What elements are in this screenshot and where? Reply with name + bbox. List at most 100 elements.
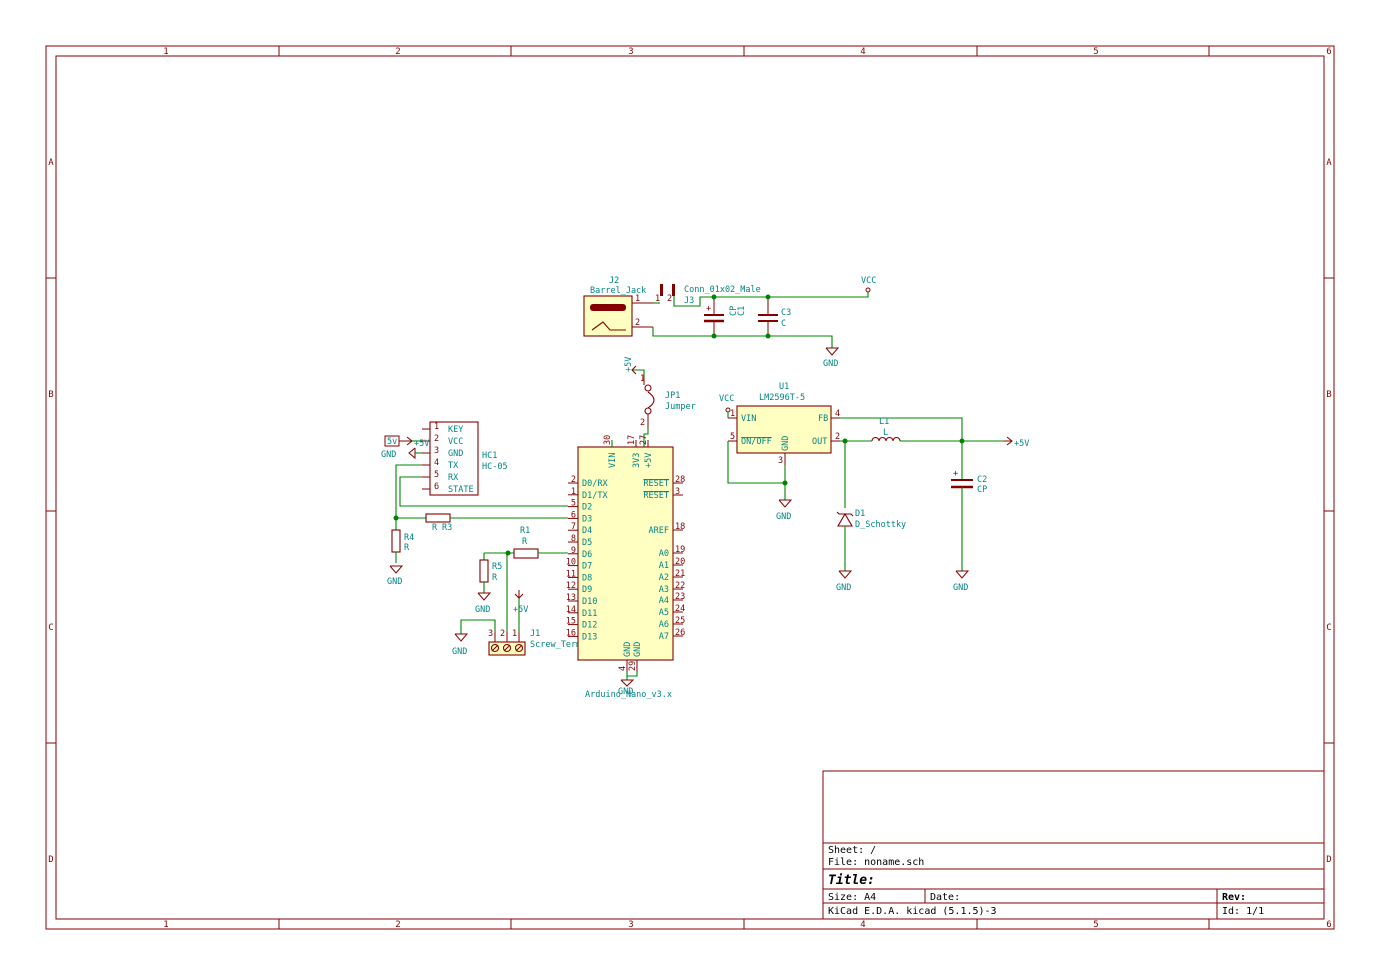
arduino-left-pin-number: 2 (571, 475, 576, 485)
arduino-top-pin-number: 27 (639, 435, 649, 445)
title-block-sheet: Sheet: / (828, 845, 876, 856)
j3-pin-2: 2 (667, 294, 672, 304)
barrel-jack-j2[interactable]: J2 Barrel_Jack 1 2 (583, 276, 653, 337)
arduino-left-pin-name: D12 (582, 621, 597, 631)
gnd-net-label-hc1: GND (381, 450, 396, 460)
hc1-pin-number: 2 (434, 434, 439, 444)
arduino-left-pin-name: D13 (582, 632, 597, 642)
title-block-id: Id: 1/1 (1222, 906, 1264, 917)
jp1-reference: JP1 (665, 391, 680, 401)
r5-reference-text: R5 (492, 562, 502, 572)
gnd-net-label-u1: GND (776, 512, 791, 522)
vcc-symbol-input: VCC (861, 276, 876, 293)
arduino-right-pin-number: 28 (675, 475, 685, 485)
arduino-right-pin-number: 21 (675, 569, 685, 579)
resistor-r3[interactable]: R R3 (425, 513, 452, 533)
l1-value: L (883, 428, 888, 438)
j2-value: Barrel_Jack (590, 286, 646, 296)
arduino-left-pin-name: D7 (582, 562, 592, 572)
u1-pin-5: 5 (730, 432, 735, 442)
jp1-pin-1: 1 (640, 374, 645, 384)
hc1-reference: HC1 (482, 451, 497, 461)
arduino-left-pin-number: 5 (571, 499, 576, 509)
c1-reference: C1 (737, 306, 747, 316)
j1-pin-3: 3 (488, 629, 493, 639)
frame-row-d-left: D (48, 855, 53, 865)
arduino-right-pin-number: 20 (675, 557, 685, 567)
arduino-left-pin-name: D4 (582, 526, 592, 536)
jumper-jp1[interactable]: 1 2 JP1 Jumper +5V (624, 357, 696, 447)
u1-pin-gnd-name: GND (781, 436, 791, 451)
arduino-left-pin-name: D3 (582, 514, 592, 524)
frame-row-b-right: B (1326, 390, 1331, 400)
connector-j3[interactable]: 1 2 J3 Conn_01x02_Male (655, 284, 761, 306)
arduino-left-pin-number: 9 (571, 546, 576, 556)
gnd-net-label-input: GND (823, 359, 838, 369)
arduino-left-pin-number: 8 (571, 534, 576, 544)
frame-col-6-top: 6 (1326, 47, 1331, 57)
r1-value: R (522, 537, 528, 547)
frame-row-a-left: A (48, 158, 54, 168)
u1-pin-3: 3 (778, 456, 783, 466)
arduino-right-pin-name: A7 (659, 632, 669, 642)
hc1-pin-name: STATE (448, 485, 474, 495)
p5v-net-label-jp1: +5V (624, 357, 634, 372)
hc1-pin-name: KEY (448, 425, 463, 435)
arduino-right-pin-number: 24 (675, 604, 685, 614)
title-block: Sheet: / File: noname.sch Title: Size: A… (822, 770, 1325, 920)
resistor-r5[interactable]: R5 R (479, 553, 502, 593)
p5v-symbol-regulator: +5V (1004, 436, 1029, 449)
j1-reference: J1 (530, 629, 540, 639)
capacitor-c3[interactable]: C3 C (758, 297, 791, 336)
drawing-frame: 1 2 3 4 5 6 1 2 3 4 5 6 A B C D A B C D (45, 45, 1335, 930)
gnd-net-label-c2: GND (953, 583, 968, 593)
d1-reference: D1 (855, 509, 865, 519)
u1-pin-2: 2 (835, 432, 840, 442)
d1-value: D_Schottky (855, 520, 906, 530)
p5v-net-label-regulator: +5V (1014, 439, 1029, 449)
arduino-right-pin-name: A0 (659, 549, 669, 559)
arduino-left-pin-number: 11 (566, 569, 576, 579)
r4-reference: R4 (404, 533, 414, 543)
gnd-symbol-hc1: GND (381, 447, 416, 460)
p5v-net-label-j1: +5V (513, 605, 528, 615)
arduino-right-pin-number: 26 (675, 628, 685, 638)
arduino-left-pin-name: D6 (582, 550, 592, 560)
capacitor-c1[interactable]: + C1 CP (704, 297, 747, 336)
j2-pin-2: 2 (635, 318, 640, 328)
diode-d1[interactable]: D1 D_Schottky (836, 441, 906, 571)
regulator-u1[interactable]: VIN ON/OFF FB OUT GND 1 5 4 2 3 U1 LM259… (728, 382, 840, 466)
regulator-section: VIN ON/OFF FB OUT GND 1 5 4 2 3 U1 LM259… (719, 382, 1029, 593)
arduino-left-pin-number: 10 (566, 558, 576, 568)
hierarchical-label-5v: 5v +5V (384, 435, 429, 449)
frame-row-c-left: C (48, 623, 53, 633)
vcc-net-label-u1: VCC (719, 394, 734, 404)
u1-pin-out-name: OUT (812, 437, 827, 447)
arduino-left-pin-name: D0/RX (582, 479, 608, 489)
frame-col-2-top: 2 (395, 47, 400, 57)
resistor-r1[interactable]: R1 R (484, 526, 568, 559)
hc1-pin-name: VCC (448, 437, 463, 447)
frame-col-2-bottom: 2 (395, 920, 400, 930)
frame-row-a-right: A (1326, 158, 1332, 168)
j2-pin-1: 1 (635, 294, 640, 304)
arduino-left-pin-number: 13 (566, 593, 576, 603)
frame-row-b-left: B (48, 390, 53, 400)
hc1-pin-number: 6 (434, 482, 439, 492)
j1-pin-1: 1 (512, 629, 517, 639)
u1-pin-vin-name: VIN (741, 414, 756, 424)
arduino-right-pin-number: 3 (675, 487, 680, 497)
arduino-right-pin-name: RESET (643, 479, 669, 489)
vcc-net-label: VCC (861, 276, 876, 286)
j2-reference: J2 (609, 276, 619, 286)
arduino-bottom-pin-name: GND (633, 642, 643, 657)
resistor-r4[interactable]: R4 R (391, 518, 414, 563)
inductor-l1[interactable]: L1 L (871, 417, 901, 442)
gnd-net-label-j1: GND (452, 647, 467, 657)
capacitor-c2[interactable]: + C2 CP (951, 441, 987, 571)
j1-pin-2: 2 (500, 629, 505, 639)
title-block-size: Size: A4 (828, 892, 876, 903)
